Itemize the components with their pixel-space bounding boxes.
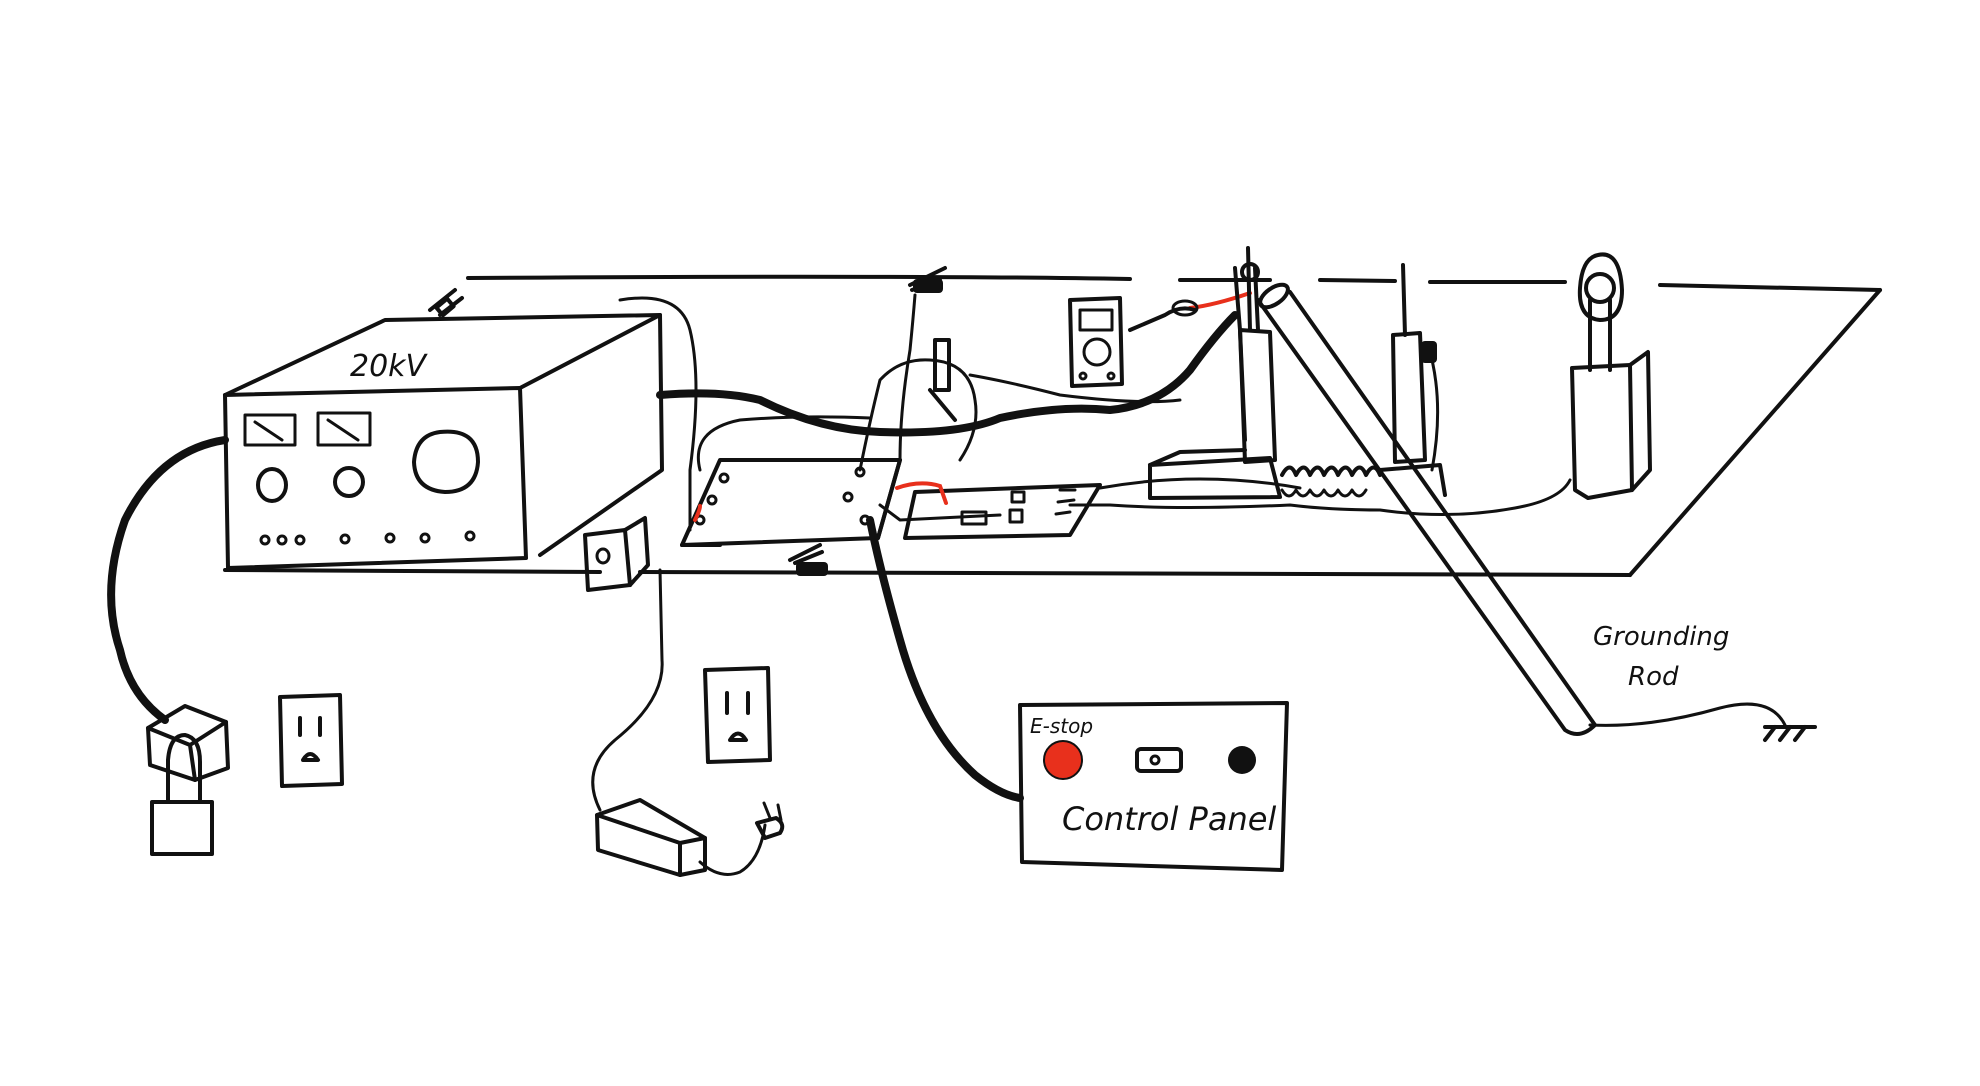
high-voltage-supply: 20kV <box>225 315 662 568</box>
estop-button[interactable] <box>1044 741 1082 779</box>
grounding-rod-label-line1: Grounding <box>1593 622 1729 652</box>
cable-tie <box>1425 345 1433 359</box>
brick-plug-cable <box>700 825 765 874</box>
supply-meter-left <box>245 415 295 445</box>
loop-wire <box>860 360 976 470</box>
control-panel-label: Control Panel <box>1062 800 1276 838</box>
coil-feed-wire <box>1100 479 1300 488</box>
electrode-stand-right <box>1380 265 1445 495</box>
panel-black-button[interactable] <box>1228 746 1256 774</box>
power-brick <box>597 800 705 875</box>
control-panel: E-stop Control Panel <box>1020 703 1287 870</box>
ground-symbol-icon <box>1765 727 1815 740</box>
red-lead-meter <box>1190 293 1250 308</box>
multimeter-display <box>1080 310 1112 330</box>
inductor-coil <box>1282 468 1380 497</box>
wall-outlet-left <box>280 695 342 786</box>
ground-wire <box>1590 704 1785 725</box>
control-panel-cable <box>870 520 1020 798</box>
grounding-rod-label-line2: Rod <box>1628 662 1679 692</box>
supply-knob-right <box>335 468 363 496</box>
wall-outlet-right <box>705 668 770 762</box>
supply-knob-left <box>258 469 286 501</box>
estop-label: E-stop <box>1030 714 1093 738</box>
multimeter-dial <box>1084 339 1110 365</box>
supply-terminals <box>261 532 474 544</box>
supply-output-wire <box>620 298 696 530</box>
return-wire <box>1070 480 1570 515</box>
locked-out-plug <box>148 706 228 854</box>
meter-probe <box>1130 308 1195 330</box>
wall-plug-icon <box>757 803 782 838</box>
vertical-clip <box>930 340 955 420</box>
clamp-fixture <box>1572 254 1650 498</box>
cable-clip-center <box>910 268 945 290</box>
supply-voltage-label: 20kV <box>350 349 429 384</box>
padlock-icon <box>152 802 212 854</box>
supply-main-knob <box>414 432 478 492</box>
circuit-board <box>905 485 1100 538</box>
junction-box <box>585 518 648 590</box>
brick-input-cable <box>593 570 662 810</box>
cable-clip-top <box>430 290 462 315</box>
multimeter <box>1070 298 1122 386</box>
breadboard-platform <box>682 460 900 545</box>
electrode-stand <box>1150 248 1280 498</box>
cable-clip-bottom <box>790 545 824 572</box>
supply-power-cord <box>111 440 225 720</box>
